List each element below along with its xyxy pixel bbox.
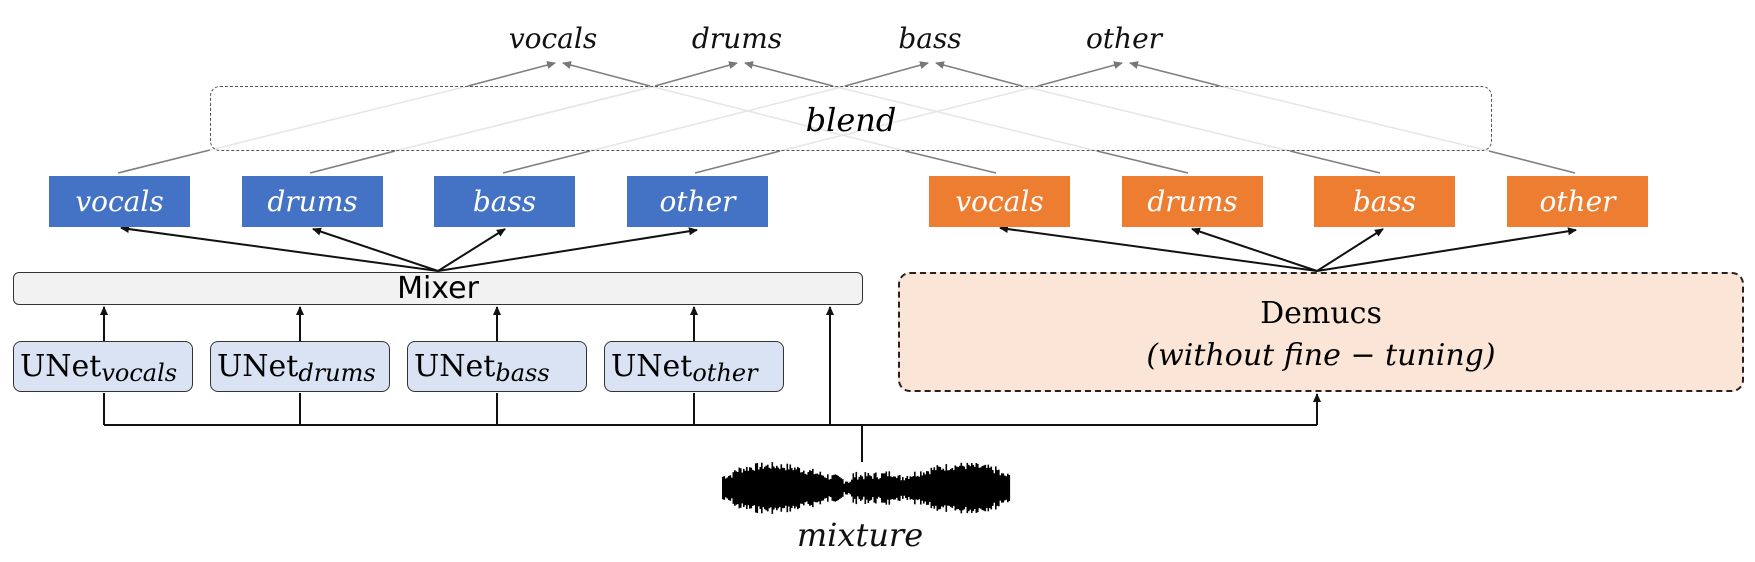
mixture-bus (103, 393, 1321, 462)
output-label-drums: drums (691, 22, 783, 55)
unet-base-label: UNet (20, 349, 102, 384)
blend-label: blend (805, 101, 897, 139)
demucs-to-stems (999, 225, 1577, 272)
waveform-icon (722, 462, 1011, 514)
unet-subscript: drums (298, 358, 376, 387)
unets-to-mixer (100, 306, 834, 425)
blend-connectors (117, 61, 1576, 174)
mixer-label: Mixer (397, 271, 479, 306)
output-label-vocals: vocals (508, 22, 598, 55)
stem-left-drums: drums (242, 176, 383, 227)
unet-subscript: vocals (101, 358, 178, 387)
mixture-label: mixture (796, 516, 924, 554)
unet-subscript: other (692, 358, 758, 387)
stem-right-drums: drums (1122, 176, 1263, 227)
demucs-box: Demucs (without fine − tuning) (898, 272, 1744, 392)
unet-base-label: UNet (217, 349, 299, 384)
stem-right-vocals: vocals (929, 176, 1070, 227)
demucs-title: Demucs (1260, 296, 1382, 331)
mixer-to-stems (120, 225, 698, 272)
output-label-other: other (1085, 22, 1163, 55)
blend-box: blend (210, 86, 1492, 151)
stem-left-bass: bass (434, 176, 575, 227)
unet-base-label: UNet (611, 349, 693, 384)
demucs-subtitle: (without fine − tuning) (1146, 338, 1496, 373)
stem-right-bass: bass (1314, 176, 1455, 227)
mixer-box: Mixer (13, 271, 863, 306)
unet-base-label: UNet (414, 349, 496, 384)
stem-left-vocals: vocals (49, 176, 190, 227)
output-label-bass: bass (898, 22, 962, 55)
blend-inner-lines (209, 85, 1490, 152)
stem-left-other: other (627, 176, 768, 227)
unet-subscript: bass (495, 358, 550, 387)
stem-right-other: other (1507, 176, 1648, 227)
